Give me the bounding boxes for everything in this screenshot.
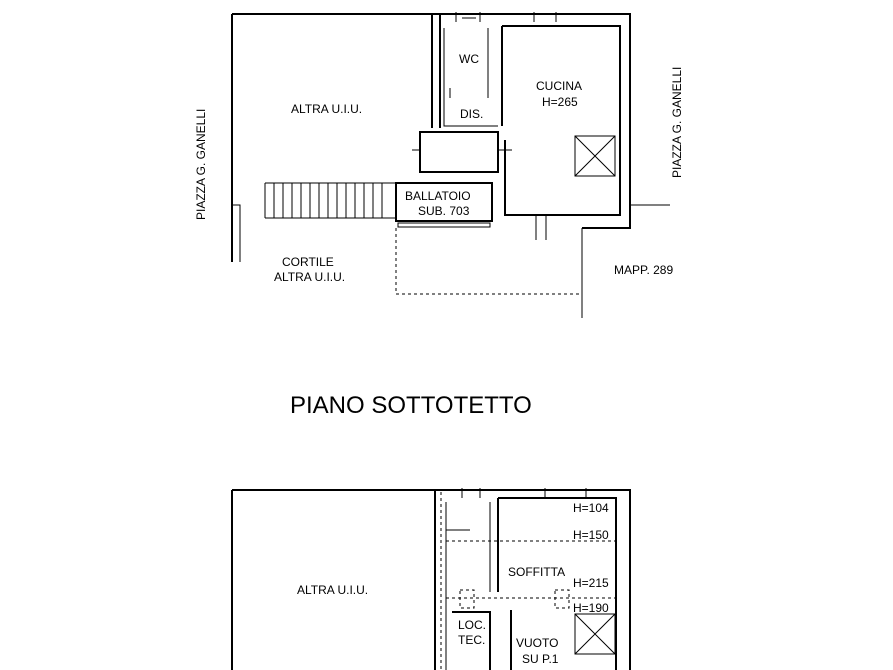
- cortile-sub-label: ALTRA U.I.U.: [274, 270, 345, 284]
- dis-label: DIS.: [460, 107, 483, 121]
- ballatoio-label: BALLATOIO: [405, 189, 471, 203]
- cucina-label: CUCINA: [536, 79, 582, 93]
- bottom-altra-uiu-label: ALTRA U.I.U.: [297, 583, 368, 597]
- loc-label: LOC.: [458, 618, 486, 632]
- street-right-label: PIAZZA G. GANELLI: [670, 67, 684, 178]
- top-altra-uiu-label: ALTRA U.I.U.: [291, 102, 362, 116]
- height-150-label: H=150: [573, 528, 609, 542]
- attic-floor-plan: [231, 488, 631, 670]
- height-104-label: H=104: [573, 501, 609, 515]
- section-title: PIANO SOTTOTETTO: [290, 392, 532, 419]
- street-left-label: PIAZZA G. GANELLI: [194, 109, 208, 220]
- cucina-height-label: H=265: [542, 95, 578, 109]
- soffitta-label: SOFFITTA: [508, 565, 565, 579]
- tec-label: TEC.: [458, 633, 485, 647]
- height-190-label: H=190: [573, 601, 609, 615]
- su-p1-label: SU P.1: [522, 652, 559, 666]
- external-stair-treads: [264, 183, 383, 218]
- height-215-label: H=215: [573, 576, 609, 590]
- cortile-label: CORTILE: [282, 255, 334, 269]
- mapp-label: MAPP. 289: [614, 263, 673, 277]
- ballatoio-sub-label: SUB. 703: [418, 204, 470, 218]
- vuoto-label: VUOTO: [516, 636, 558, 650]
- upper-floor-plan: [231, 12, 670, 318]
- wc-label: WC: [459, 52, 479, 66]
